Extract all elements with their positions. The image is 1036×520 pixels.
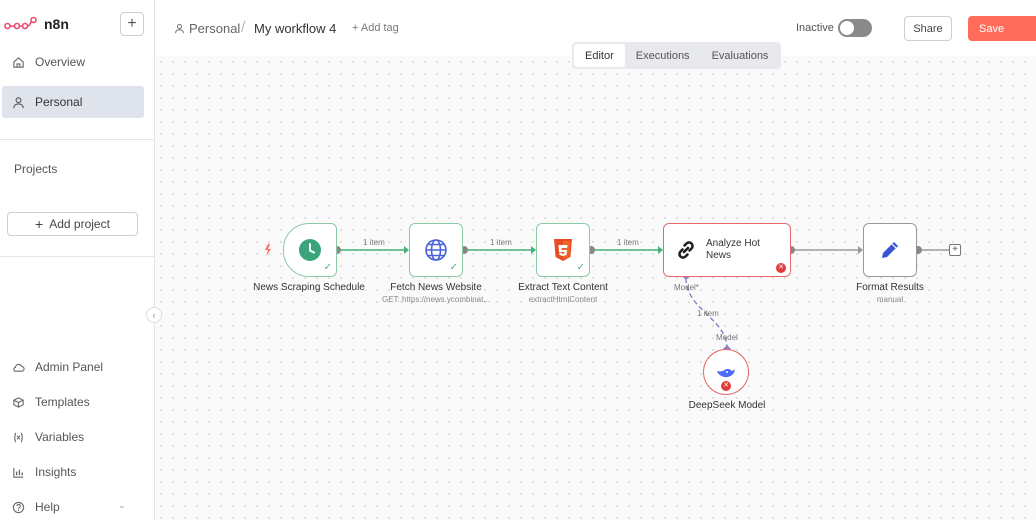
error-icon: ✕ [721,381,731,391]
arrow-icon [531,246,536,254]
status-label: Inactive [796,22,834,34]
arrow-icon [404,246,409,254]
save-button[interactable]: Save [968,16,1036,41]
add-project-label: Add project [49,217,110,231]
connection-label: 1 item [697,309,719,318]
trigger-bolt-icon [265,244,271,256]
bar-chart-icon [13,467,24,478]
sidebar-item-help[interactable]: Help ⌄ [2,491,144,520]
active-toggle[interactable] [838,19,872,37]
breadcrumb-separator: / [241,19,246,36]
model-port-label: Model* [674,283,699,292]
model-input-label: Model [716,333,738,342]
connection-label: 1 item [363,238,385,247]
collapse-sidebar-button[interactable]: ‹ [146,307,162,323]
box-icon [13,396,24,408]
node-subtitle: manual [876,295,904,304]
sidebar-item-variables[interactable]: Variables [2,421,144,453]
sidebar-item-admin-panel[interactable]: Admin Panel [2,351,144,383]
chevron-left-icon: ‹ [152,310,156,320]
node-format-results[interactable] [863,223,917,277]
sidebar-item-label: Variables [35,430,85,444]
deepseek-whale-icon [717,368,735,378]
clock-icon [299,239,321,261]
breadcrumb[interactable]: Personal [174,21,240,36]
html5-icon [554,239,572,261]
sidebar-item-label: Templates [35,395,90,409]
success-check-icon: ✓ [576,262,585,273]
home-icon [13,56,24,68]
sidebar-item-label: Overview [35,55,86,69]
add-project-button[interactable]: + Add project [7,212,138,236]
arrow-icon [858,246,863,254]
add-tag-link[interactable]: + Add tag [352,22,399,34]
user-icon [175,23,184,34]
node-deepseek-model[interactable]: ✕ [703,349,749,395]
sidebar-item-label: Help [35,500,60,514]
sidebar-item-templates[interactable]: Templates [2,386,144,418]
sidebar-item-insights[interactable]: Insights [2,456,144,488]
node-title: Analyze Hot News [706,238,760,261]
share-button[interactable]: Share [904,16,952,41]
plus-icon: + [35,216,44,232]
arrow-icon [658,246,663,254]
sidebar: n8n + Overview Personal Projects + Add p… [0,0,155,520]
chevron-down-icon: ⌄ [118,500,126,510]
breadcrumb-project: Personal [189,21,241,36]
workflow-title[interactable]: My workflow 4 [254,21,337,36]
sidebar-item-label: Admin Panel [35,360,104,374]
node-title: Extract Text Content [518,282,608,293]
sidebar-divider [0,256,154,257]
projects-heading: Projects [14,162,58,176]
variables-icon [14,432,23,442]
toggle-knob [840,21,854,35]
connection-label: 1 item [617,238,639,247]
create-button[interactable]: + [120,12,144,36]
tab-editor[interactable]: Editor [574,44,625,67]
help-icon [12,501,25,513]
tab-executions[interactable]: Executions [635,49,690,62]
tab-evaluations[interactable]: Evaluations [711,49,769,62]
brand-name: n8n [44,16,69,32]
sidebar-item-label: Insights [35,465,77,479]
node-title: News Scraping Schedule [253,282,365,293]
sidebar-divider [0,139,154,140]
sidebar-item-overview[interactable]: Overview [2,46,144,78]
node-subtitle: extractHtmlContent [528,295,598,304]
node-title: Fetch News Website [390,282,482,293]
node-fetch-news-website[interactable]: ✓ [409,223,463,277]
n8n-logo-icon [4,16,37,30]
view-tabs: Editor Executions Evaluations [572,42,782,69]
connection-label: 1 item [490,238,512,247]
chain-link-icon [678,241,694,259]
node-news-scraping-schedule[interactable]: ✓ [283,223,337,277]
node-extract-text-content[interactable]: ✓ [536,223,590,277]
pencil-icon [882,242,898,258]
node-title: Format Results [856,282,924,293]
cloud-icon [13,363,25,372]
error-icon: ✕ [776,263,786,273]
node-analyze-hot-news[interactable]: Analyze Hot News ✕ [663,223,791,277]
node-title: DeepSeek Model [688,400,766,411]
brand[interactable]: n8n [4,12,69,36]
node-subtitle: GET: https://news.ycombinat... [381,295,491,304]
workflow-canvas[interactable] [155,56,1036,520]
user-icon [13,96,24,108]
plus-icon: + [127,15,137,32]
add-node-button[interactable]: + [949,244,961,256]
model-connection-line [685,277,728,350]
sidebar-item-personal[interactable]: Personal [2,86,144,118]
success-check-icon: ✓ [323,262,332,273]
globe-icon [425,239,447,261]
success-check-icon: ✓ [449,262,458,273]
sidebar-item-label: Personal [35,95,83,109]
